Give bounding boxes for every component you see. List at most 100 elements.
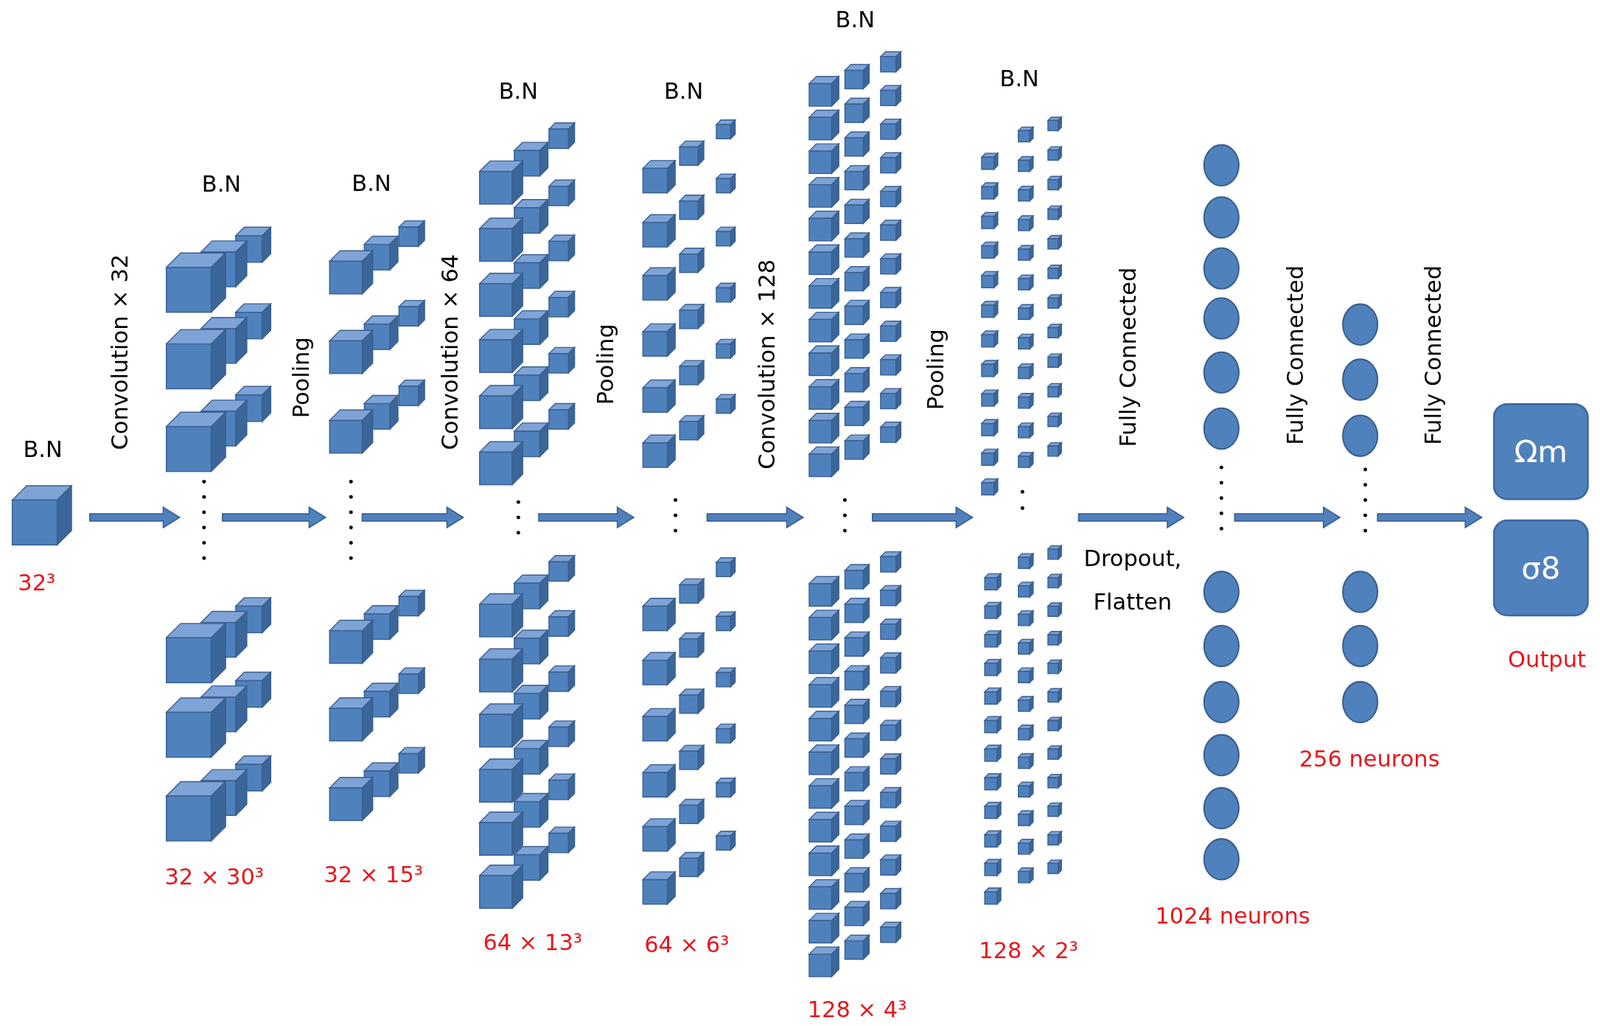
cube-front bbox=[642, 772, 667, 797]
cube-front bbox=[981, 216, 995, 230]
operation-label: Convolution × 128 bbox=[753, 259, 782, 470]
feature-cube bbox=[642, 652, 676, 685]
cube-side bbox=[539, 574, 548, 609]
cube-front bbox=[166, 711, 212, 757]
neuron bbox=[1204, 625, 1239, 667]
feature-cube bbox=[549, 123, 575, 149]
cube-front bbox=[679, 638, 698, 658]
cube-side bbox=[211, 252, 226, 312]
feature-cube bbox=[880, 220, 901, 241]
feature-cube bbox=[479, 218, 523, 261]
feature-cube bbox=[679, 195, 704, 220]
cube-side bbox=[539, 367, 548, 401]
cube-side bbox=[730, 120, 735, 140]
cube-front bbox=[549, 561, 569, 581]
operation-label: Fully Connected bbox=[1282, 265, 1310, 446]
cube-front bbox=[880, 191, 897, 208]
cube-front bbox=[716, 728, 731, 743]
cube-side bbox=[539, 630, 548, 665]
feature-cube bbox=[844, 98, 869, 123]
cube-side bbox=[235, 769, 247, 816]
feature-cube bbox=[809, 143, 839, 174]
cube-front bbox=[1047, 605, 1059, 617]
cube-side bbox=[863, 631, 869, 656]
operation-label: Fully Connected bbox=[1115, 267, 1143, 448]
feature-cube bbox=[1047, 324, 1062, 338]
cube-front bbox=[642, 716, 667, 741]
cube-front bbox=[844, 238, 864, 258]
cube-front bbox=[679, 201, 698, 220]
cube-side bbox=[667, 434, 676, 468]
cube-front bbox=[981, 482, 995, 496]
cube-front bbox=[880, 56, 897, 73]
cube-side bbox=[831, 446, 839, 477]
cube-side bbox=[697, 248, 704, 273]
cube-side bbox=[994, 479, 998, 496]
feature-cube bbox=[642, 380, 676, 413]
feature-cube bbox=[981, 479, 998, 496]
cube-front bbox=[981, 186, 995, 199]
block-arrow bbox=[1234, 507, 1340, 528]
cube-side bbox=[512, 703, 523, 747]
feature-cube bbox=[329, 409, 373, 453]
cube-side bbox=[1029, 868, 1034, 883]
cube-front bbox=[844, 772, 864, 791]
ellipsis-dot bbox=[843, 498, 847, 502]
cube-side bbox=[667, 652, 676, 685]
cube-side bbox=[211, 697, 226, 757]
cube-front bbox=[984, 692, 998, 705]
cube-front bbox=[1018, 308, 1030, 320]
cube-side bbox=[994, 271, 998, 289]
cube-front bbox=[880, 860, 897, 876]
feature-cube bbox=[844, 434, 869, 460]
feature-cube bbox=[1047, 176, 1062, 190]
feature-cube bbox=[984, 573, 1001, 590]
feature-cube bbox=[844, 834, 869, 859]
cube-side bbox=[997, 859, 1001, 876]
cube-side bbox=[831, 778, 839, 808]
feature-cube bbox=[844, 598, 869, 623]
cube-front bbox=[809, 853, 832, 876]
feature-cube bbox=[981, 330, 998, 348]
cube-side bbox=[896, 85, 902, 106]
feature-cube bbox=[1018, 868, 1034, 883]
ellipsis-dot bbox=[201, 479, 206, 484]
feature-cube bbox=[809, 644, 839, 674]
feature-cube bbox=[1018, 725, 1034, 740]
cube-side bbox=[997, 830, 1001, 847]
feature-cube bbox=[844, 64, 869, 90]
cube-side bbox=[235, 611, 247, 658]
cube-side bbox=[697, 745, 704, 770]
cube-side bbox=[697, 578, 704, 603]
cube-front bbox=[809, 420, 832, 443]
feature-cube bbox=[1047, 574, 1062, 588]
cube-front bbox=[716, 398, 731, 413]
cube-side bbox=[831, 879, 839, 909]
cube-side bbox=[512, 593, 523, 637]
cube-front bbox=[880, 691, 897, 707]
cube-front bbox=[716, 344, 731, 359]
feature-cube bbox=[1018, 215, 1034, 231]
cube-side bbox=[568, 291, 575, 317]
feature-cube bbox=[1047, 631, 1062, 645]
feature-cube bbox=[642, 267, 676, 300]
cube-front bbox=[880, 556, 897, 572]
cube-side bbox=[1029, 423, 1034, 438]
feature-cube bbox=[1047, 717, 1062, 731]
cube-side bbox=[730, 394, 735, 414]
cube-front bbox=[1047, 238, 1059, 250]
feature-cube bbox=[166, 697, 226, 757]
cube-side bbox=[896, 821, 902, 841]
cube-side bbox=[512, 385, 523, 429]
cube-front bbox=[981, 423, 995, 437]
feature-cube bbox=[981, 419, 998, 436]
dimension-label: 32³ bbox=[17, 570, 56, 598]
feature-cube bbox=[880, 552, 901, 572]
cube-front bbox=[1018, 871, 1030, 883]
feature-cube bbox=[1018, 667, 1034, 683]
cube-front bbox=[1047, 720, 1059, 732]
feature-cube bbox=[479, 865, 523, 908]
cube-side bbox=[1029, 781, 1034, 797]
parameter-name: σ8 bbox=[1521, 549, 1561, 586]
cube-front bbox=[166, 426, 212, 472]
